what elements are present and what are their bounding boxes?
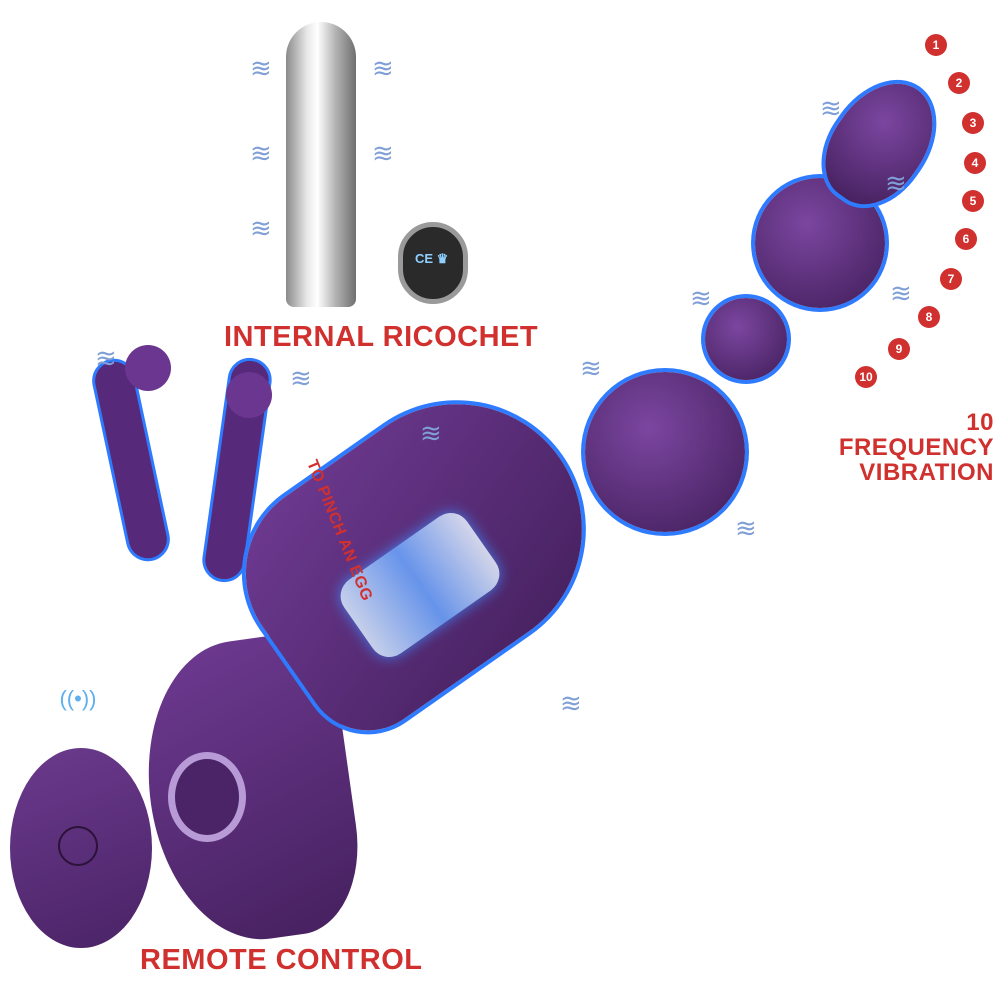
vibration-wave-icon: ≋ (372, 53, 394, 83)
remote-control-label: REMOTE CONTROL (140, 944, 423, 976)
internal-ricochet-label: INTERNAL RICOCHET (224, 321, 539, 353)
vibration-wave-icon: ≋ (95, 343, 117, 373)
vibration-wave-icon: ≋ (885, 168, 907, 198)
vibration-wave-icon: ≋ (250, 53, 272, 83)
frequency-level: 1 (925, 34, 947, 56)
vibration-wave-icon: ≋ (890, 278, 912, 308)
product-tip-right (226, 372, 272, 418)
brand-logo-badge (168, 752, 246, 842)
vibration-wave-icon: ≋ (420, 418, 442, 448)
frequency-level: 3 (962, 112, 984, 134)
frequency-label: 10 FREQUENCY VIBRATION (838, 409, 994, 487)
frequency-level: 4 (964, 152, 986, 174)
product-bead-small (705, 298, 787, 380)
vibration-wave-icon: ≋ (560, 688, 582, 718)
frequency-level: 10 (855, 366, 877, 388)
frequency-level: 8 (918, 306, 940, 328)
frequency-level: 7 (940, 268, 962, 290)
remote-power-button (58, 826, 98, 866)
vibration-wave-icon: ≋ (290, 363, 312, 393)
bullet-motor-image (286, 22, 356, 307)
frequency-level: 9 (888, 338, 910, 360)
vibration-wave-icon: ≋ (820, 93, 842, 123)
product-arm-left (91, 358, 171, 562)
frequency-level: 6 (955, 228, 977, 250)
certification-marks: CE ♛ (415, 251, 449, 266)
vibration-wave-icon: ≋ (580, 353, 602, 383)
wireless-signal-icon: ((•)) (59, 686, 97, 711)
frequency-level: 2 (948, 72, 970, 94)
vibration-wave-icon: ≋ (735, 513, 757, 543)
vibration-wave-icon: ≋ (690, 283, 712, 313)
product-ridged-section (585, 372, 745, 532)
product-tip-left (125, 345, 171, 391)
vibration-wave-icon: ≋ (250, 213, 272, 243)
vibration-wave-icon: ≋ (372, 138, 394, 168)
frequency-level: 5 (962, 190, 984, 212)
bullet-cap-image: CE ♛ (398, 222, 468, 304)
vibration-wave-icon: ≋ (250, 138, 272, 168)
